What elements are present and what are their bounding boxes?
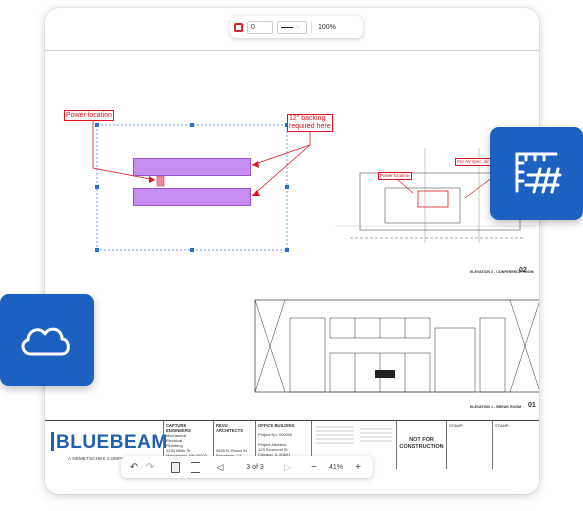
title-block-project: OFFICE BUILDING Project No: 000000 Proje…	[255, 421, 311, 469]
not-for-construction-1: NOT FOR	[409, 437, 434, 443]
callout-power-location[interactable]: Power location	[64, 110, 114, 121]
ruler-grid-icon	[515, 152, 562, 194]
elevation-conference-room: Power location Per AV spec, dir ELEVATIO…	[335, 148, 535, 278]
stamp-label: STAMP:	[495, 423, 510, 428]
engineers-line: Electrical	[166, 438, 183, 443]
line-width-value: 0	[251, 23, 255, 31]
elevation-3-number: 02	[519, 267, 527, 274]
document-viewer: 0 ⌵ 100% Power l	[45, 8, 539, 494]
architects-heading: REVU ARCHITECTS	[216, 423, 243, 433]
mini-callout-spec[interactable]: Per AV spec, dir	[455, 158, 491, 166]
line-style-select[interactable]: ⌵	[277, 20, 307, 34]
page-navigation-bar: ↶ ↷ ◁ ▷ 3 of 3 − 41% +	[121, 456, 373, 478]
project-line: Project No: 000000	[258, 432, 293, 437]
logo-wordmark: BLUEBEAM	[56, 432, 168, 453]
engineers-heading: CAPTURE ENGINEERS	[166, 423, 191, 433]
redo-icon[interactable]: ↷	[145, 461, 155, 473]
project-line: Project Address:	[258, 442, 288, 447]
title-block-stamp-1: STAMP:	[446, 421, 492, 469]
markup-drawing: Power location 12" backing required here	[45, 8, 539, 420]
title-block-engineers: CAPTURE ENGINEERS Mechanical Electrical …	[163, 421, 213, 469]
title-block: BLUEBEAM A NEMETSCHEK COMPANY CAPTURE EN…	[45, 420, 539, 469]
undo-icon[interactable]: ↶	[129, 461, 139, 473]
markup-toolbar: 0 ⌵ 100%	[230, 16, 363, 38]
project-line: 123 Scrummit St	[258, 447, 288, 452]
zoom-level[interactable]: 41%	[328, 463, 343, 471]
architects-line: 5555 N. Broad St	[216, 448, 247, 453]
not-for-construction-2: CONSTRUCTION	[399, 444, 444, 450]
zoom-out-icon[interactable]: −	[311, 461, 317, 473]
page-indicator[interactable]: 3 of 3	[246, 463, 264, 471]
title-block-stamp-2: STAMP:	[492, 421, 539, 469]
elevation-3-title: ELEVATION 3 - CONFERENCE ROOM	[470, 270, 534, 274]
title-block-notes	[311, 421, 396, 469]
markup-lines	[92, 121, 311, 252]
continuous-view-icon[interactable]	[187, 456, 203, 478]
notes-lines	[316, 426, 392, 444]
engineers-line: Plumbing	[166, 443, 183, 448]
engineers-line: Manchester, NH 00000	[166, 453, 211, 458]
callout-backing-line2: required here	[289, 123, 331, 130]
stamp-label: STAMP:	[449, 423, 464, 428]
elevation-break-room: ELEVATION 1 - BREAK ROOM 01	[245, 298, 539, 418]
project-line: Chicago, IL 60601	[258, 452, 291, 457]
bluebeam-logo: BLUEBEAM A NEMETSCHEK COMPANY	[51, 426, 167, 464]
line-style-icon	[281, 26, 293, 28]
elevation-1-number: 01	[528, 402, 536, 409]
prev-page-icon[interactable]: ◁	[216, 461, 224, 472]
elevation-break-room-drawing	[254, 299, 539, 393]
zoom-in-icon[interactable]: +	[355, 461, 361, 473]
cloud-icon	[21, 327, 70, 356]
project-heading: OFFICE BUILDING	[258, 423, 295, 428]
next-page-icon[interactable]: ▷	[284, 461, 292, 472]
zoom-level[interactable]: 100%	[318, 23, 336, 31]
callout-backing-line1: 12" backing	[289, 115, 326, 122]
chevron-down-icon: ⌵	[296, 23, 301, 30]
logo-bar	[51, 432, 54, 451]
single-page-view-icon[interactable]	[167, 456, 183, 478]
mini-callout-power[interactable]: Power location	[378, 172, 412, 180]
title-block-status: NOT FOR CONSTRUCTION	[396, 421, 446, 469]
elevation-1-title: ELEVATION 1 - BREAK ROOM	[470, 405, 522, 409]
stroke-color-swatch[interactable]	[234, 22, 243, 32]
logo-subtitle: A NEMETSCHEK COMPANY	[68, 456, 131, 461]
cloud-tile	[0, 294, 94, 386]
line-width-input[interactable]: 0	[247, 20, 273, 34]
toolbar-divider	[311, 21, 312, 33]
ruler-top	[45, 50, 539, 53]
callout-backing[interactable]: 12" backing required here	[287, 114, 333, 132]
engineers-line: Mechanical	[166, 433, 187, 438]
backing-highlight-bottom[interactable]	[133, 188, 251, 206]
engineers-line: 1234 Miller St	[166, 448, 191, 453]
backing-highlight-top[interactable]	[133, 158, 251, 176]
measure-tile	[490, 127, 583, 220]
elevation-conference-drawing	[335, 148, 535, 243]
